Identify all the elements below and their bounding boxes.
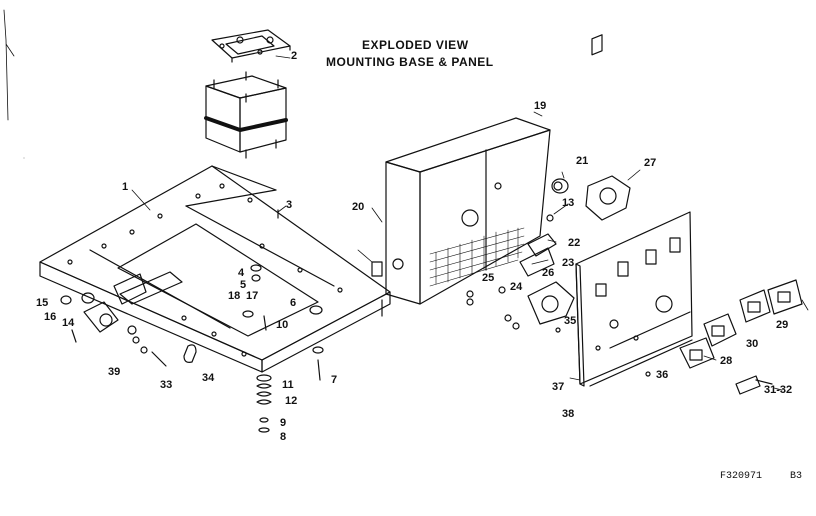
part-label: 37: [552, 381, 565, 393]
part-label: 3: [286, 199, 293, 211]
part-label: 22: [568, 237, 581, 249]
part-label: 30: [746, 338, 759, 350]
transformer: [206, 72, 286, 158]
part-label: 17: [246, 290, 259, 302]
part-label: 34: [202, 372, 215, 384]
diagram-title-line1: EXPLODED VIEW: [362, 38, 469, 52]
page-edge-mark: [4, 10, 14, 120]
receptacles: [646, 280, 802, 394]
part-label: 35: [564, 315, 577, 327]
front-panel: [576, 35, 692, 386]
part-label: 36: [656, 369, 669, 381]
part-label: 24: [510, 281, 523, 293]
drawing-number: F320971: [720, 471, 763, 482]
leader-lines: [24, 56, 808, 390]
part-label: 14: [62, 317, 75, 329]
part-label: 11: [282, 379, 294, 391]
part-label: 19: [534, 100, 547, 112]
part-label: 7: [331, 374, 338, 386]
part-label: 23: [562, 257, 575, 269]
part-label: 31-32: [764, 384, 793, 396]
part-label: 6: [290, 297, 297, 309]
part-label: 28: [720, 355, 733, 367]
part-label: 25: [482, 272, 495, 284]
part-label: 12: [285, 395, 298, 407]
part-label: 1: [122, 181, 129, 193]
mounting-base: [40, 166, 390, 372]
switch-components: [467, 176, 630, 332]
part-label: 16: [44, 311, 57, 323]
part-label: 18: [228, 290, 241, 302]
part-label: 10: [276, 319, 289, 331]
part-label: 39: [108, 366, 121, 378]
housing-cover: [372, 118, 550, 316]
part-label: 38: [562, 408, 575, 420]
part-label: 20: [352, 201, 365, 213]
part-label: 2: [291, 50, 298, 62]
part-label: 26: [542, 267, 555, 279]
part-label: 15: [36, 297, 49, 309]
part-label: 13: [562, 197, 575, 209]
part-label: 33: [160, 379, 173, 391]
part-label: 9: [280, 417, 287, 429]
foot-assembly: [243, 210, 323, 432]
front-components: [61, 274, 196, 366]
part-label: 4: [238, 267, 245, 279]
part-label: 8: [280, 431, 287, 443]
sheet-number: B3: [790, 471, 803, 482]
part-label: 5: [240, 279, 247, 291]
part-label: 29: [776, 319, 789, 331]
transformer-cover-plate: [212, 30, 290, 62]
part-label: 21: [576, 155, 589, 167]
diagram-title-line2: MOUNTING BASE & PANEL: [326, 55, 494, 69]
part-label: 27: [644, 157, 657, 169]
